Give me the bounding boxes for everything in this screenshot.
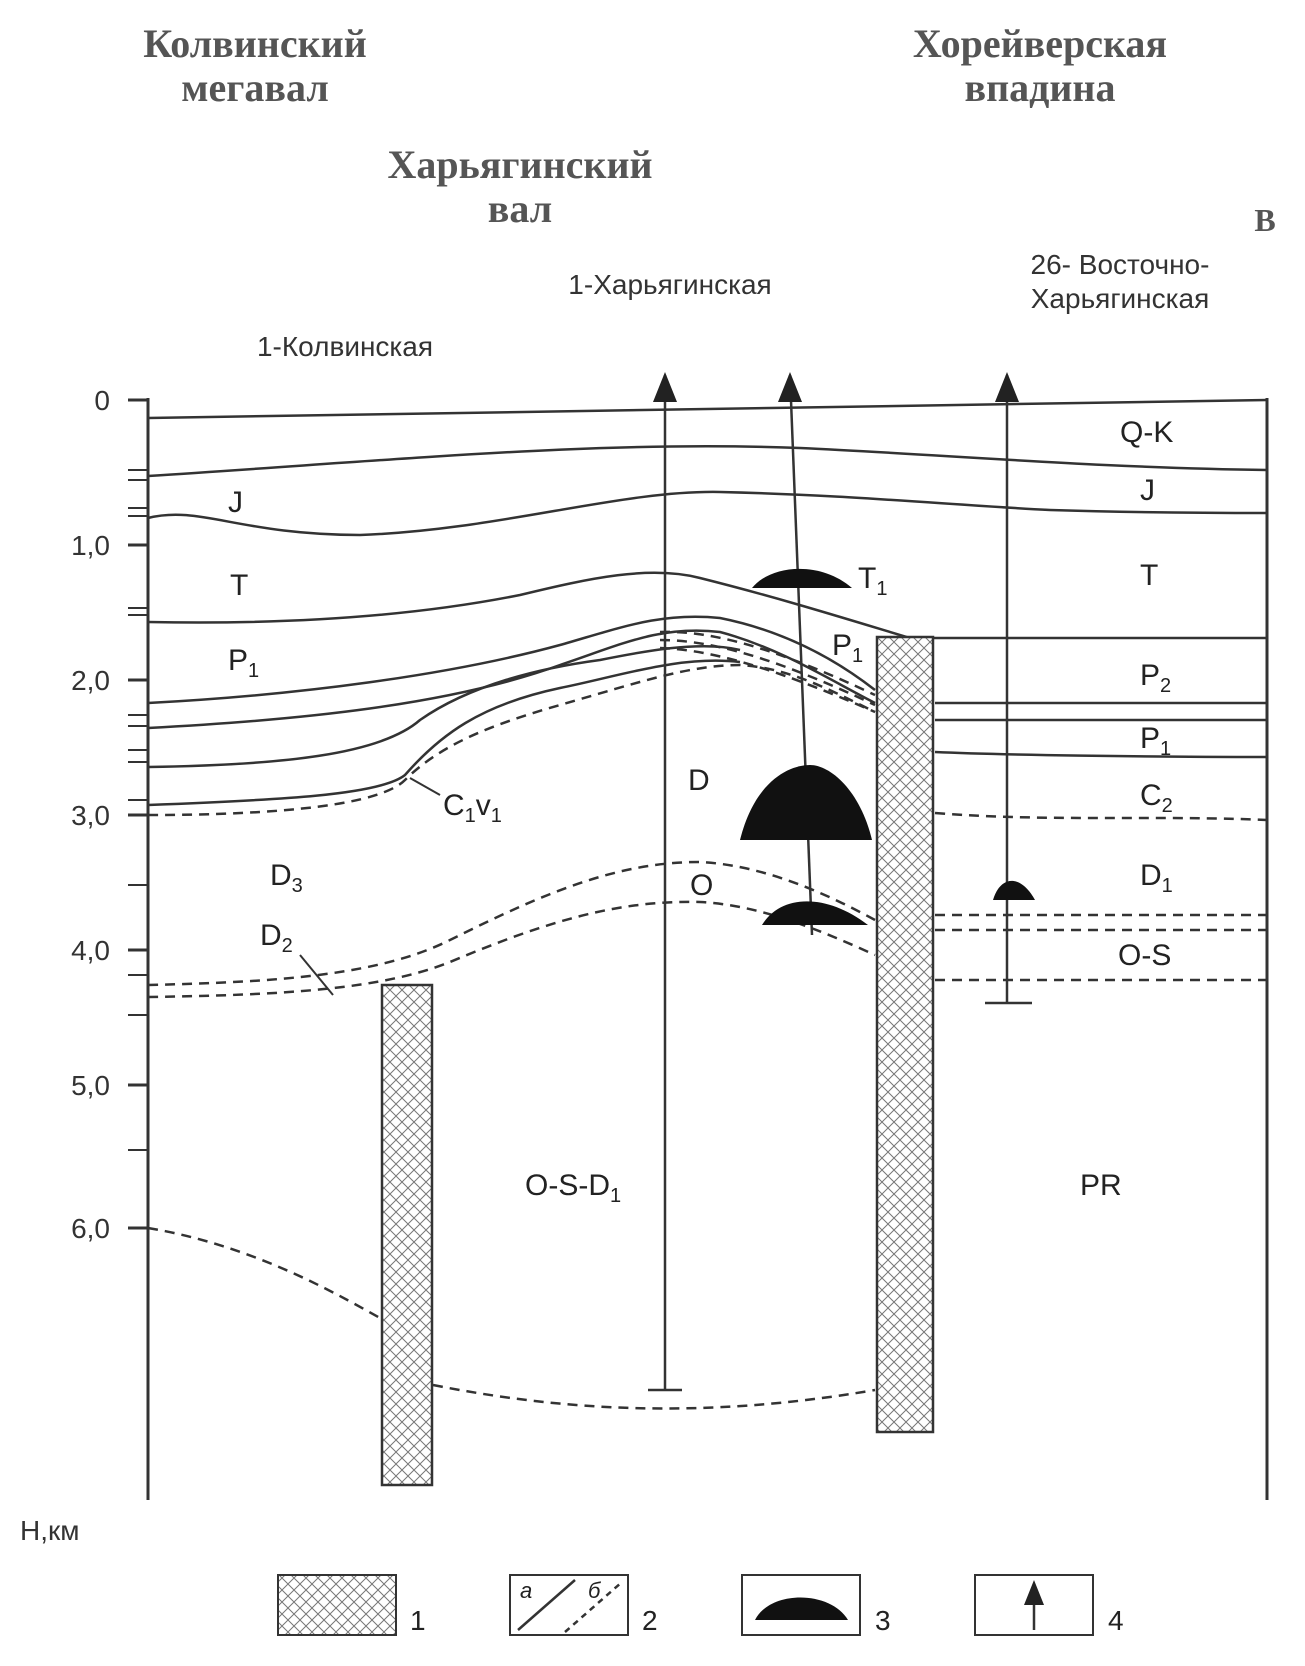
region-right-heading: Хорейверская впадина: [880, 22, 1200, 110]
legend-2-a-label: а: [520, 1578, 532, 1603]
layer-os-right-label: O-S: [1118, 939, 1171, 972]
region-left-line2: мегавал: [181, 65, 329, 110]
dashed-horizon-1: [147, 663, 876, 817]
dashed-horizon-3: [659, 638, 876, 707]
tick-label-5: 5,0: [71, 1070, 110, 1101]
well-east-line1: 26- Восточно-: [1030, 249, 1210, 280]
region-center-line1: Харьягинский: [387, 142, 653, 187]
axis-tick-labels: 0 1,0 2,0 3,0 4,0 5,0 6,0: [71, 385, 110, 1244]
well-east-label: 26- Восточно- Харьягинская: [995, 248, 1245, 316]
well-kharyaga: [648, 375, 682, 1392]
legend: 1 а б 2 3 4: [277, 1574, 1124, 1636]
layer-d1-right-label: D1: [1140, 859, 1173, 897]
dashed-horizon-2: [659, 630, 876, 697]
tick-label-1: 1,0: [71, 530, 110, 561]
solid-horizons: [147, 398, 1268, 807]
horizon-qk-base: [147, 444, 1268, 478]
region-right-line2: впадина: [964, 65, 1116, 110]
layer-t-right-label: T: [1140, 559, 1158, 592]
layer-t1-label: T1: [858, 562, 887, 600]
layer-labels: Q-K J J T T T1 P1 P1 P2 P1 C1v1 C2 D D3 …: [228, 416, 1173, 1207]
well-kharyaga-arrow-icon: [653, 372, 677, 402]
legend-4-label: 4: [1108, 1605, 1124, 1636]
fault-left: [380, 983, 434, 1487]
dashed-horizon-deep: [432, 1383, 876, 1410]
layer-j-left-label: J: [228, 486, 243, 519]
well-east-line2: Харьягинская: [1030, 283, 1210, 314]
region-left-line1: Колвинский: [143, 21, 367, 66]
legend-2-dashed-line: [564, 1581, 623, 1633]
layer-j-right-label: J: [1140, 474, 1155, 507]
horizon-t-base-left: [147, 571, 911, 640]
legend-4-arrow-icon: [1024, 1580, 1044, 1605]
tick-label-3: 3,0: [71, 800, 110, 831]
layer-osd1-label: O-S-D1: [525, 1169, 621, 1207]
layer-c2-right-label: C2: [1140, 779, 1173, 817]
well-east-arrow-icon: [995, 372, 1019, 402]
legend-2-solid-line: [517, 1579, 576, 1631]
dashed-horizons: [147, 630, 1268, 1410]
horizon-p1-base: [147, 644, 741, 769]
well-kolva-label: 1-Колвинская: [256, 331, 434, 362]
well-east: [985, 375, 1032, 1005]
legend-1-label: 1: [410, 1605, 426, 1636]
tick-label-6: 6,0: [71, 1213, 110, 1244]
horizon-c-left: [147, 659, 741, 807]
region-left-heading: Колвинский мегавал: [95, 22, 415, 110]
legend-2-b-label: б: [588, 1578, 602, 1603]
legend-3-deposit-shape: [755, 1597, 848, 1620]
horizon-j-base: [147, 490, 1268, 537]
direction-label: В: [1254, 202, 1276, 238]
region-center-heading: Харьягинский вал: [360, 143, 680, 231]
dashed-horizon-o-base: [147, 900, 876, 999]
horizon-p1-base-right: [934, 750, 1268, 759]
layer-p1-right-label: P1: [1140, 722, 1171, 760]
layer-pr-label: PR: [1080, 1169, 1122, 1202]
layer-p2-right-label: P2: [1140, 659, 1171, 697]
well-kharyaga-label: 1-Харьягинская: [568, 269, 772, 300]
deposit-d: [740, 765, 872, 840]
dashed-horizon-c2-right: [934, 811, 1268, 822]
layer-d2-left-label: D2: [260, 919, 293, 957]
tick-label-2: 2,0: [71, 665, 110, 696]
dashed-horizon-o-top: [147, 860, 876, 987]
layer-c1v1-label: C1v1: [443, 789, 502, 827]
layer-p1-center-label: P1: [832, 629, 863, 667]
legend-1-swatch: [277, 1574, 397, 1636]
layer-d-center-label: D: [688, 764, 710, 797]
well-inclined-arrow-icon: [778, 372, 802, 402]
fault-right: [875, 635, 935, 1434]
layer-qk-label: Q-K: [1120, 416, 1173, 449]
tick-label-4: 4,0: [71, 935, 110, 966]
deposit-t1: [752, 568, 852, 588]
horizon-p1-top: [147, 615, 876, 705]
legend-3-label: 3: [875, 1605, 891, 1636]
horizon-p1-mid: [147, 629, 876, 730]
depth-unit-label: H,км: [20, 1515, 80, 1546]
dashed-horizon-4: [659, 646, 876, 714]
d2-leader-line: [299, 954, 334, 996]
deposit-east: [993, 880, 1035, 900]
tick-label-0: 0: [94, 385, 110, 416]
layer-d3-left-label: D3: [270, 859, 303, 897]
region-center-line2: вал: [487, 186, 553, 231]
axis-minor-ticks: [128, 469, 148, 1151]
dashed-horizon-6km: [147, 1226, 381, 1320]
c1v1-leader-line: [409, 777, 441, 796]
layer-p1-left-label: P1: [228, 644, 259, 682]
horizon-surface: [147, 398, 1268, 420]
legend-3-swatch: [741, 1574, 861, 1636]
well-inclined: [788, 374, 814, 936]
axis-ticks: [128, 398, 148, 1230]
legend-2-label: 2: [642, 1605, 658, 1636]
deposit-o: [762, 901, 868, 925]
layer-o-center-label: O: [690, 869, 713, 902]
region-right-line1: Хорейверская: [912, 21, 1168, 66]
layer-t-left-label: T: [230, 569, 248, 602]
